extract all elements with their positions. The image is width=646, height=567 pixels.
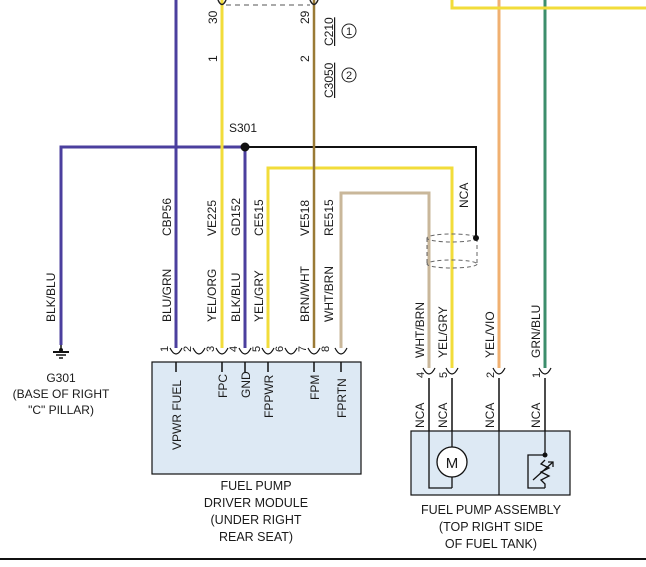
color-yel-gry: YEL/GRY bbox=[252, 270, 266, 322]
ground-wire-color: BLK/BLU bbox=[44, 273, 58, 322]
color-blk-blu: BLK/BLU bbox=[229, 273, 243, 322]
module-caption-1: FUEL PUMP bbox=[220, 479, 291, 493]
terminal-fppwr: FPPWR bbox=[262, 374, 276, 418]
module-pin: 3 bbox=[205, 346, 217, 352]
motor-icon bbox=[436, 446, 468, 478]
module-pin: 1 bbox=[159, 346, 171, 352]
assembly-nca-1: NCA bbox=[413, 403, 427, 428]
assembly-terminals bbox=[422, 367, 552, 375]
assembly-pin: 1 bbox=[531, 372, 543, 378]
assembly-pins: 4 5 2 1 bbox=[415, 372, 543, 378]
module-pin: 4 bbox=[228, 346, 240, 352]
c210-pin-right: 29 bbox=[298, 10, 312, 24]
color-fpa-yel-vio: YEL/VIO bbox=[483, 311, 497, 358]
assembly-nca-3: NCA bbox=[483, 403, 497, 428]
ground-label: G301 bbox=[46, 371, 76, 385]
color-wht-brn: WHT/BRN bbox=[322, 266, 336, 322]
module-caption-4: REAR SEAT) bbox=[219, 530, 293, 544]
wire-splice-shield bbox=[245, 146, 477, 238]
c210-name: C210 bbox=[322, 17, 336, 46]
color-fpa-grn-blu: GRN/BLU bbox=[529, 305, 543, 358]
terminal-fpc: FPC bbox=[216, 374, 230, 398]
color-fpa-wht-brn: WHT/BRN bbox=[413, 302, 427, 358]
ground-location-2: "C" PILLAR) bbox=[28, 403, 94, 417]
color-yel-org: YEL/ORG bbox=[205, 269, 219, 322]
module-pin: 2 bbox=[182, 346, 194, 352]
sender-junction bbox=[542, 452, 548, 458]
assembly-pin: 4 bbox=[415, 372, 427, 378]
shield-nca-label: NCA bbox=[457, 183, 471, 208]
module-pin: 5 bbox=[251, 346, 263, 352]
fuel-pump-assembly bbox=[410, 430, 571, 496]
module-pins: 1 2 3 4 5 6 7 8 bbox=[159, 346, 332, 352]
assembly-caption-2: (TOP RIGHT SIDE bbox=[439, 520, 543, 534]
circuit-ve518: VE518 bbox=[298, 200, 312, 236]
sender-circuit bbox=[527, 431, 554, 489]
wire-re515 bbox=[339, 191, 431, 368]
module-pin: 6 bbox=[274, 346, 286, 352]
wire-top-yellow bbox=[450, 0, 646, 10]
assembly-nca-2: NCA bbox=[436, 403, 450, 428]
module-caption-3: (UNDER RIGHT bbox=[211, 513, 302, 527]
ground-location-1: (BASE OF RIGHT bbox=[13, 387, 110, 401]
assembly-pin: 2 bbox=[485, 372, 497, 378]
assembly-caption-3: OF FUEL TANK) bbox=[445, 537, 537, 551]
circuit-re515: RE515 bbox=[322, 199, 336, 236]
ground-wire bbox=[59, 145, 245, 345]
motor-circuit bbox=[428, 431, 453, 489]
c3050-pin-right: 2 bbox=[298, 55, 312, 62]
splice-label: S301 bbox=[229, 121, 257, 135]
color-blu-grn: BLU/GRN bbox=[160, 269, 174, 322]
motor-symbol: M bbox=[446, 455, 459, 472]
circuit-gd152: GD152 bbox=[229, 198, 243, 236]
splice-dot bbox=[240, 142, 250, 152]
color-brn-wht: BRN/WHT bbox=[298, 265, 312, 322]
c210-pin-left: 30 bbox=[206, 10, 220, 24]
assembly-caption-1: FUEL PUMP ASSEMBLY bbox=[421, 503, 562, 517]
assembly-internal-leads bbox=[428, 378, 546, 431]
terminal-fprtn: FPRTN bbox=[335, 378, 349, 418]
top-connector-arc-left bbox=[217, 0, 227, 6]
color-fpa-yel-gry: YEL/GRY bbox=[436, 306, 450, 358]
module-pin: 7 bbox=[297, 346, 309, 352]
fuel-pump-driver-module bbox=[151, 361, 362, 475]
c3050-name: C3050 bbox=[322, 62, 336, 98]
module-pin: 8 bbox=[320, 346, 332, 352]
circuit-ce515: CE515 bbox=[252, 199, 266, 236]
note-1: 1 bbox=[346, 26, 352, 38]
note-2: 2 bbox=[346, 70, 352, 82]
shield-symbol bbox=[426, 233, 479, 269]
c3050-pin-left: 1 bbox=[206, 55, 220, 62]
note-1-circle bbox=[341, 23, 357, 39]
terminal-gnd: GND bbox=[239, 371, 253, 398]
assembly-pin: 5 bbox=[438, 372, 450, 378]
wire-ce515 bbox=[266, 166, 454, 368]
terminal-fpm: FPM bbox=[308, 375, 322, 400]
circuit-cbp56: CBP56 bbox=[160, 198, 174, 236]
ground-symbol bbox=[53, 345, 69, 359]
assembly-nca-4: NCA bbox=[529, 403, 543, 428]
circuit-ve225: VE225 bbox=[205, 200, 219, 236]
module-terminals bbox=[169, 347, 348, 355]
note-2-circle bbox=[341, 67, 357, 83]
top-connector-arc-right bbox=[309, 0, 319, 6]
module-caption-2: DRIVER MODULE bbox=[204, 496, 308, 510]
terminal-vpwr-fuel: VPWR FUEL bbox=[170, 380, 184, 450]
